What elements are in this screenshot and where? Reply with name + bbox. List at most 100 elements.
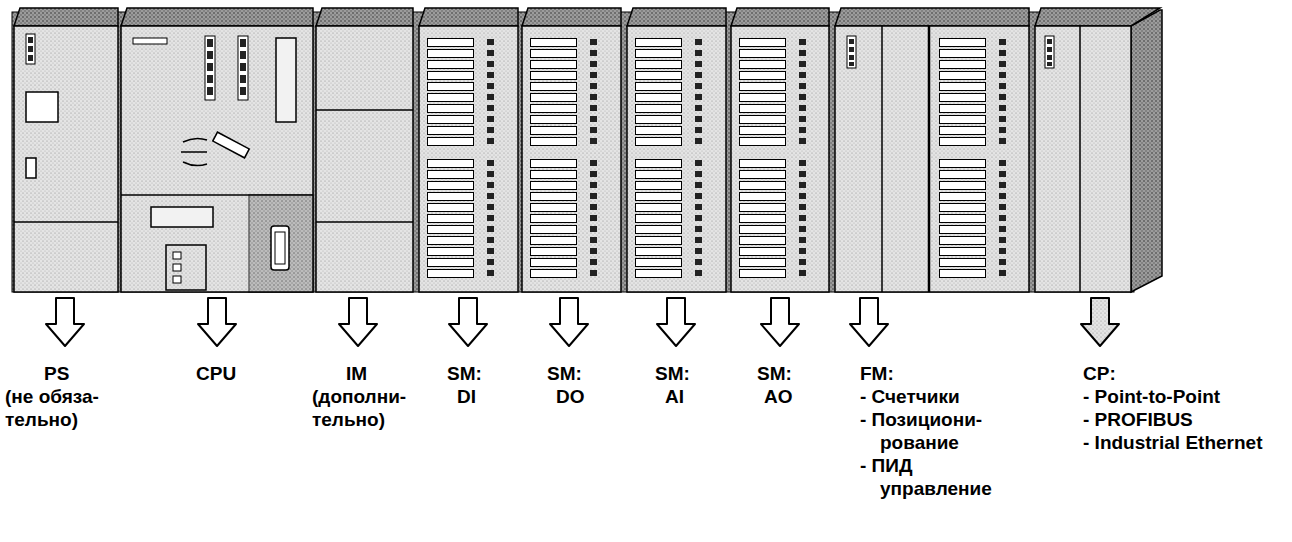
- cp-module-part: [1047, 39, 1052, 44]
- down-arrow: [550, 298, 588, 346]
- module-name: SM:: [757, 362, 792, 385]
- module-type: AI: [665, 385, 684, 408]
- down-arrow: [339, 298, 377, 346]
- module-note: (дополни- тельно): [312, 385, 424, 431]
- cp-module-part: [1045, 36, 1054, 68]
- rail: [12, 12, 1134, 292]
- function-item: - Позициони- рование: [860, 408, 1010, 454]
- module-name: CPU: [196, 362, 236, 385]
- cpu-module-part: [275, 232, 285, 264]
- sm-ao-module-part: [731, 8, 829, 26]
- cpu-module-part: [207, 51, 213, 59]
- cpu-module-part: [173, 264, 181, 271]
- cp-module-part: [1079, 26, 1081, 292]
- fm-module-part: [928, 26, 931, 292]
- sm-do-module-part: [530, 38, 610, 148]
- fm-module-part: [847, 36, 856, 68]
- cpu-module-part: [240, 51, 246, 59]
- sm-do-module: [522, 8, 621, 292]
- sm-di-module-part: [419, 26, 518, 292]
- cp-module-part: [1047, 62, 1052, 66]
- sm-ao-module-part: [739, 38, 819, 148]
- ps-module-part: [28, 55, 33, 61]
- module-name: FM:: [860, 362, 894, 385]
- ps-module: [14, 8, 118, 292]
- sm-di-module-part: [427, 159, 507, 278]
- sm-ai-module-part: [627, 8, 726, 26]
- protocol-item: - Industrial Ethernet: [1083, 431, 1262, 454]
- fm-module-right-part: [939, 159, 1019, 278]
- im-module-part: [316, 8, 413, 26]
- module-type: AO: [764, 385, 793, 408]
- down-arrow: [657, 298, 695, 346]
- cp-module-part: [1047, 55, 1052, 60]
- cpu-module-part: [249, 195, 313, 292]
- cpu-module-part: [240, 75, 246, 83]
- module-name: SM:: [447, 362, 482, 385]
- cpu-module-part: [173, 252, 181, 259]
- cpu-module-part: [276, 38, 296, 122]
- cpu-module: [121, 8, 313, 292]
- fm-module-part: [835, 8, 1029, 26]
- ps-module-part: [26, 158, 36, 178]
- cpu-module-part: [271, 226, 289, 270]
- sm-ai-module: [627, 8, 726, 292]
- ps-module-part: [14, 26, 118, 292]
- down-arrow: [449, 298, 487, 346]
- function-item: - ПИД управление: [860, 454, 1010, 500]
- module-name: IM: [346, 362, 367, 385]
- ps-module-part: [26, 92, 58, 122]
- down-arrow: [46, 298, 84, 346]
- sm-ao-module: [731, 8, 829, 292]
- sm-ai-module-part: [635, 159, 715, 278]
- module-type: DO: [556, 385, 585, 408]
- cpu-module-part: [173, 276, 181, 283]
- im-module: [316, 8, 413, 292]
- down-arrows: [46, 298, 1119, 346]
- cpu-module-part: [151, 207, 213, 227]
- module-name: CP:: [1083, 362, 1116, 385]
- function-item: - Счетчики: [860, 385, 960, 408]
- cpu-module-part: [240, 87, 246, 95]
- protocol-item: - Point-to-Point: [1083, 385, 1220, 408]
- im-module-part: [316, 109, 413, 111]
- sm-do-module-part: [530, 159, 610, 278]
- cp-module-part: [1035, 8, 1160, 26]
- ps-module-part: [14, 8, 118, 26]
- cpu-module-part: [238, 36, 248, 100]
- module-name: PS: [44, 362, 69, 385]
- cpu-module-part: [181, 138, 207, 165]
- sm-di-module-part: [427, 38, 507, 148]
- sm-ao-module-part: [731, 26, 829, 292]
- ps-module-part: [14, 221, 118, 223]
- cp-module-part: [1035, 26, 1131, 292]
- im-module-part: [316, 221, 413, 223]
- cp-module: [1035, 8, 1162, 292]
- sm-ai-module-part: [627, 26, 726, 292]
- ps-module-part: [28, 46, 33, 52]
- down-arrow: [1081, 298, 1119, 346]
- module-name: SM:: [547, 362, 582, 385]
- module-name: SM:: [655, 362, 690, 385]
- fm-module-part: [849, 55, 854, 60]
- cp-module-part: [1047, 47, 1052, 52]
- fm-module-part: [849, 62, 854, 66]
- down-arrow: [850, 298, 888, 346]
- cpu-module-part: [121, 8, 313, 26]
- fm-module: [835, 8, 1029, 292]
- sm-do-module-part: [522, 8, 621, 26]
- im-module-part: [316, 26, 413, 292]
- fm-module-right-part: [939, 38, 1019, 148]
- down-arrow: [198, 298, 236, 346]
- module-type: DI: [457, 385, 476, 408]
- cpu-module-part: [213, 132, 249, 158]
- cpu-module-part: [207, 75, 213, 83]
- fm-module-part: [835, 26, 1029, 292]
- fm-module-part: [849, 39, 854, 44]
- cpu-module-part: [240, 63, 246, 71]
- sm-di-module-part: [419, 8, 518, 26]
- cpu-module-part: [166, 245, 206, 290]
- ps-module-part: [26, 34, 35, 64]
